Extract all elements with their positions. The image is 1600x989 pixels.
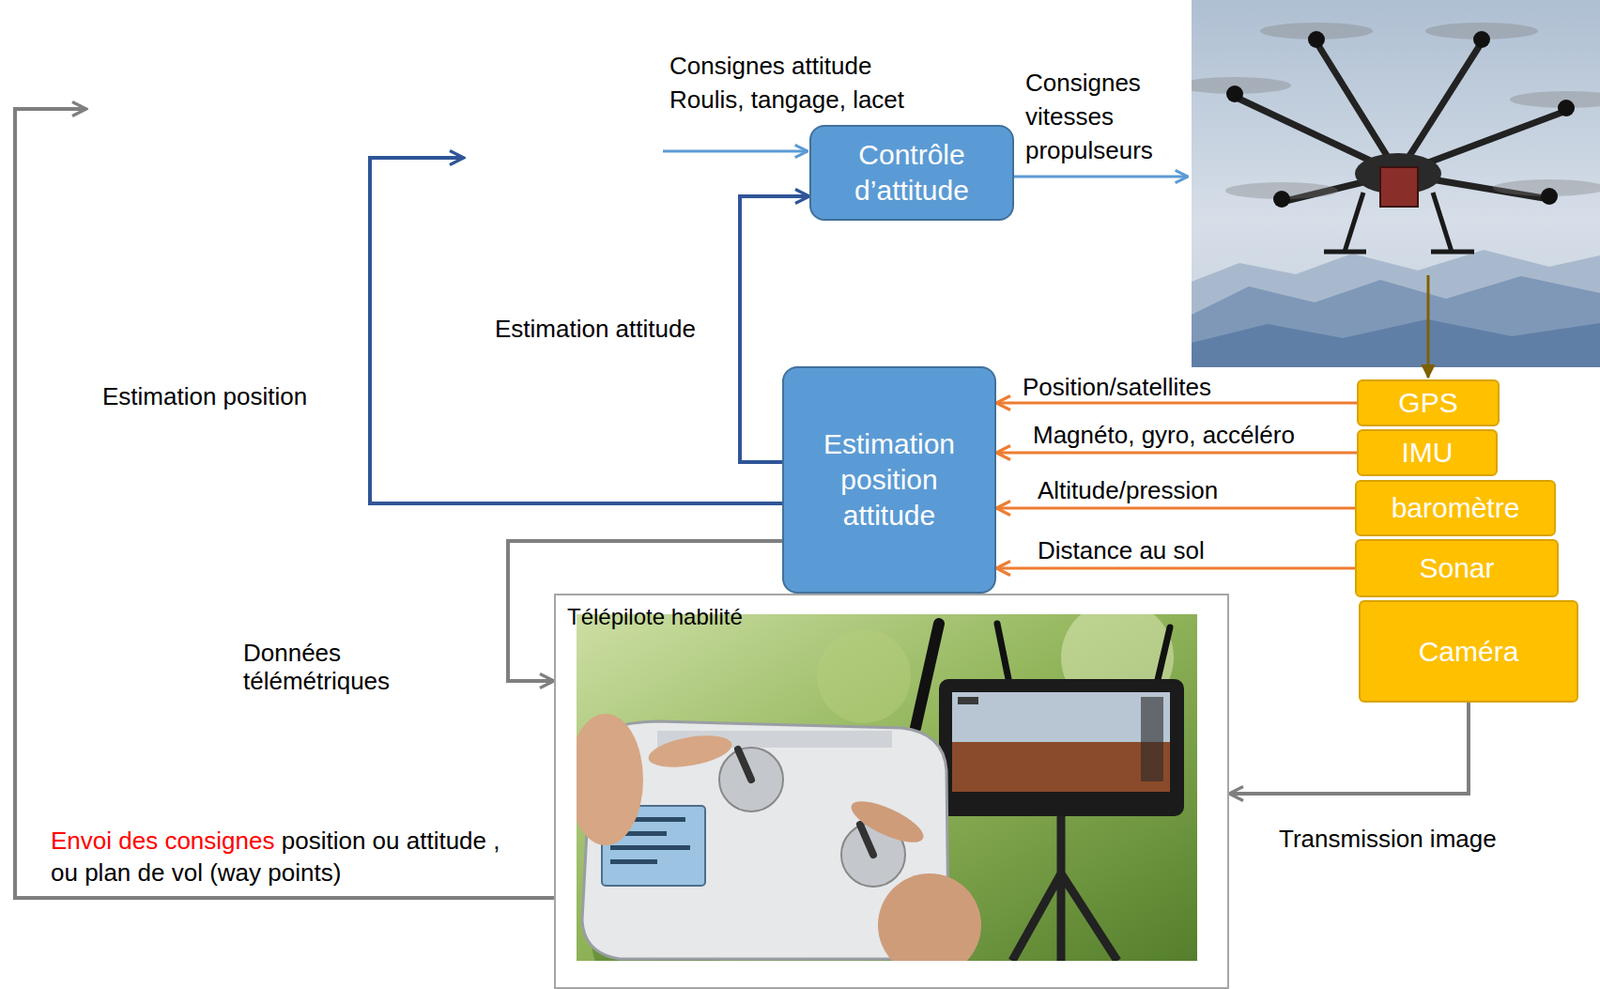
drone-photo — [1191, 0, 1600, 368]
signal-label: Consignes attitude Roulis, tangage, lace… — [669, 48, 942, 117]
connector-arrow — [996, 401, 1357, 405]
monitor-antenna — [997, 623, 1010, 684]
mountains — [1191, 276, 1600, 368]
lcd-line — [610, 859, 658, 864]
highlight-note: Envoi des consignes — [50, 826, 275, 855]
motor — [1307, 30, 1325, 48]
connector-arrow — [507, 540, 783, 681]
connector-label: Distance au sol — [1037, 536, 1348, 565]
node-text: Estimation position attitude — [800, 426, 979, 534]
tripod — [1012, 815, 1118, 961]
motor — [1226, 85, 1244, 103]
attitude-setpoint-arrow — [662, 150, 808, 154]
lcd-line — [610, 845, 691, 850]
process-box: Contrôle d’attitude — [809, 124, 1015, 221]
text-block: Caméra — [1418, 634, 1520, 669]
text-block: Sonar — [1418, 551, 1494, 585]
drone-electronics — [1380, 167, 1418, 207]
bokeh — [816, 629, 911, 724]
connector-label: Magnéto, gyro, accéléro — [1032, 420, 1343, 449]
monitor-ui — [957, 696, 979, 705]
connector-arrow — [996, 507, 1355, 510]
monitor-ui — [1140, 696, 1164, 782]
text-block: IMU — [1401, 435, 1454, 470]
rotor-blur — [1509, 91, 1600, 108]
motor — [1557, 99, 1575, 117]
command-uplink-arrow — [15, 108, 554, 898]
node-text: baromètre — [1391, 491, 1521, 525]
note-group: Envoi des consignesposition ou attitude … — [50, 824, 516, 889]
hand — [877, 873, 982, 961]
motor — [1273, 190, 1291, 208]
motor — [1540, 187, 1558, 205]
node-text: Contrôle d’attitude — [822, 137, 1001, 209]
sensor-box: IMU — [1356, 429, 1498, 477]
monitor-sky — [952, 692, 1170, 742]
position-estimate-arrow — [369, 157, 783, 504]
sensor-box: Caméra — [1358, 600, 1579, 703]
drone-sensor-arrow — [1427, 275, 1431, 378]
sensor-box: baromètre — [1354, 479, 1556, 537]
near-mountains — [1191, 319, 1600, 368]
connector-arrow — [996, 451, 1357, 455]
connector-label: Altitude/pression — [1037, 476, 1348, 505]
stick — [738, 749, 752, 780]
monitor-frame — [938, 678, 1185, 816]
hand — [576, 713, 644, 846]
node-text: GPS — [1398, 385, 1458, 420]
text-block: GPS — [1398, 385, 1458, 420]
stick-gimbal — [719, 747, 784, 812]
connector-label: Transmission image — [1278, 824, 1561, 853]
connector-arrow — [996, 567, 1355, 570]
thumb — [646, 729, 735, 772]
stick — [860, 824, 874, 855]
node-text: IMU — [1401, 435, 1454, 470]
thumb — [846, 793, 929, 851]
pilot-photo — [576, 614, 1198, 961]
connector-label: Données télémétriques — [243, 638, 431, 695]
landing-gear — [1323, 192, 1475, 252]
sensor-box: GPS — [1356, 379, 1500, 427]
connector-label: Estimation attitude — [494, 314, 730, 343]
node-text: Caméra — [1418, 634, 1520, 669]
connector-arrow — [1229, 702, 1469, 794]
text-block: Estimation position attitude — [800, 426, 979, 534]
signal-label: Consignes vitesses propulseurs — [1025, 65, 1181, 168]
monitor-field — [952, 741, 1170, 792]
motor — [1473, 30, 1491, 48]
far-mountains — [1191, 249, 1600, 368]
signal-label: Estimation position — [102, 379, 366, 414]
node-text: Télépilote habilité — [567, 602, 743, 631]
connector-label: Position/satellites — [1022, 372, 1342, 401]
remote-antenna — [915, 623, 939, 728]
text-block: baromètre — [1391, 491, 1521, 525]
node-text: Sonar — [1418, 551, 1494, 585]
operator-frame: Télépilote habilité — [553, 593, 1230, 989]
motor-speed-arrow — [1010, 175, 1188, 179]
sensor-box: Sonar — [1354, 538, 1559, 598]
text-block: Télépilote habilité — [567, 602, 743, 631]
monitor-antenna — [1156, 627, 1170, 684]
process-box: Estimation position attitude — [782, 366, 997, 594]
text-block: Contrôle d’attitude — [822, 137, 1001, 209]
